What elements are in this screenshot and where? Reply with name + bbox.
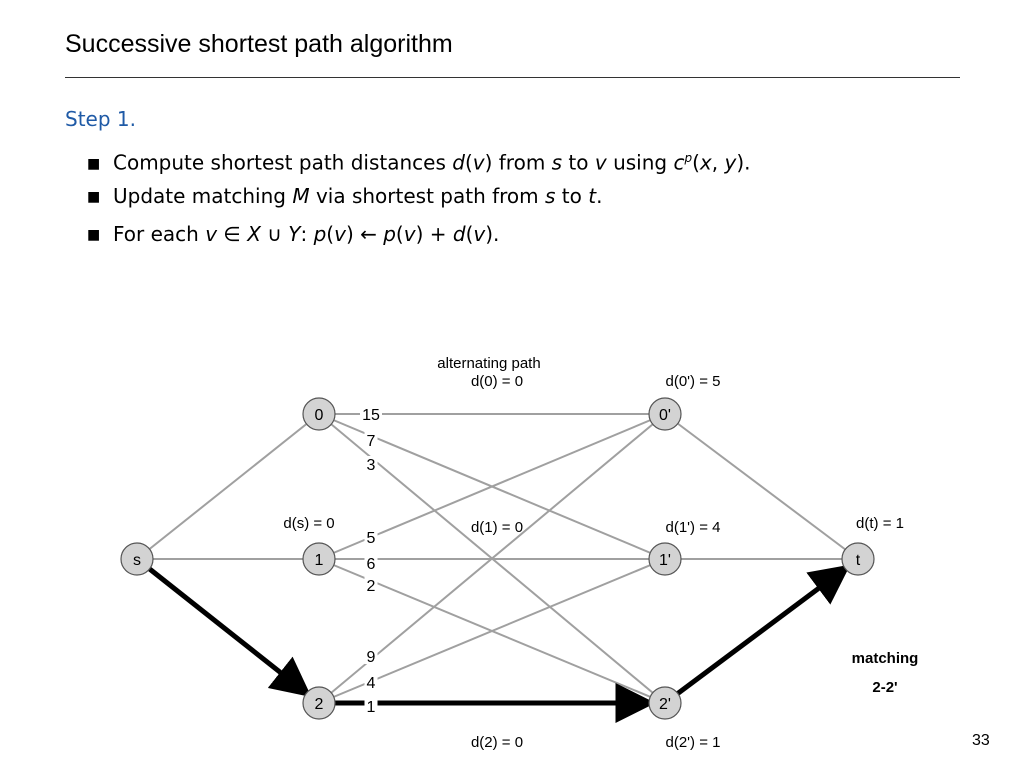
alternating-path-label: alternating path [437,355,540,372]
matching-title: matching [852,650,919,667]
distance-label-2-prime: d(2') = 1 [666,734,721,751]
node-n2p [648,686,682,720]
bullet-list: ■Compute shortest path distances d(v) fr… [87,142,750,256]
edge-n2p-t [663,564,851,706]
edge-weight-n1-n0p: 5 [367,530,376,547]
edge-weight-background [364,698,378,714]
edge-weight-n1-n1p: 6 [367,556,376,573]
edge-s-n0 [136,413,320,560]
node-n2 [302,686,336,720]
distance-label-0-prime: d(0') = 5 [666,373,721,390]
edge-weight-n2-n2p: 1 [367,699,376,716]
edge-weight-n0-n0p: 15 [362,407,380,424]
bullet-item-compute-distances: ■Compute shortest path distances d(v) fr… [87,142,750,180]
edge-weight-n0-n1p: 7 [367,433,376,450]
page-number: 33 [972,732,990,749]
distance-label-t: d(t) = 1 [856,515,904,532]
node-n0 [302,397,336,431]
node-label-s: s [133,552,141,569]
edge-weight-background [360,406,382,422]
node-label-n0p: 0' [659,407,671,424]
edge-weight-background [364,577,378,593]
slide-title: Successive shortest path algorithm [65,30,453,58]
bullet-marker-icon: ■ [87,155,101,172]
bullet-marker-icon: ■ [87,189,101,205]
node-n1 [302,542,336,576]
node-label-t: t [856,552,861,569]
distance-label-0: d(0) = 0 [471,373,523,390]
edge-weight-background [364,674,378,690]
edge-weight-background [364,432,378,448]
distance-label-s: d(s) = 0 [283,515,334,532]
bullet-marker-icon: ■ [87,227,101,243]
edge-weight-background [364,555,378,571]
distance-label-1-prime: d(1') = 4 [666,519,721,536]
bullet-item-update-matching: ■Update matching M via shortest path fro… [87,180,750,218]
node-s [120,542,154,576]
matching-value: 2-2' [872,679,897,696]
title-divider [65,77,960,78]
node-label-n0: 0 [315,407,324,424]
node-label-n1p: 1' [659,552,671,569]
node-label-n1: 1 [315,552,324,569]
node-t [841,542,875,576]
edge-n0p-t [664,413,859,560]
edge-weight-background [364,456,378,472]
node-n0p [648,397,682,431]
distance-label-1: d(1) = 0 [471,519,523,536]
node-label-n2p: 2' [659,696,671,713]
edge-weight-background [364,648,378,664]
edge-weight-n1-n2p: 2 [367,578,376,595]
distance-label-2: d(2) = 0 [471,734,523,751]
step-heading: Step 1. [65,107,136,131]
node-n1p [648,542,682,576]
edge-weight-n0-n2p: 3 [367,457,376,474]
node-label-n2: 2 [315,696,324,713]
edge-weight-n2-n1p: 4 [367,675,376,692]
edge-s-n2 [135,557,312,698]
edge-weight-background [364,529,378,545]
edge-weight-n2-n0p: 9 [367,649,376,666]
bullet-item-update-prices: ■For each v ∈ X ∪ Y: p(v) ← p(v) + d(v). [87,218,750,256]
